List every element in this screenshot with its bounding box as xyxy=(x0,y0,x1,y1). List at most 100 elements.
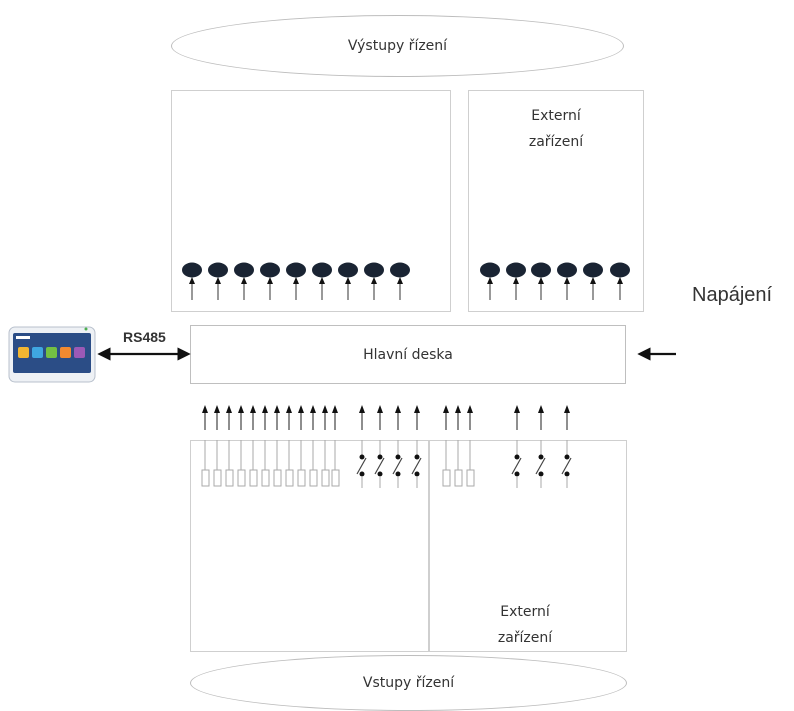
output-nodes-left xyxy=(182,262,410,300)
switch-blade xyxy=(511,457,522,475)
output-node-icon xyxy=(610,262,630,278)
node-arrow xyxy=(293,277,299,284)
node-arrow xyxy=(267,277,273,284)
switch-contact-icon xyxy=(514,471,520,477)
node-arrow xyxy=(590,277,596,284)
input-arrow xyxy=(467,405,473,413)
node-arrow xyxy=(345,277,351,284)
switch-contact-icon xyxy=(359,471,365,477)
sensor-input-icon xyxy=(442,469,451,487)
power-label: Napájení xyxy=(692,284,773,306)
rs485-label: RS485 xyxy=(123,329,166,345)
switch-blade xyxy=(356,457,367,475)
input-arrow xyxy=(238,405,244,413)
output-node-icon xyxy=(390,262,410,278)
switch-contact-icon xyxy=(395,471,401,477)
sensor-input-icon xyxy=(249,469,258,487)
switch-blade xyxy=(561,457,572,475)
sensor-input-icon xyxy=(273,469,282,487)
external-devices-top-box xyxy=(468,90,644,312)
sensor-input-icon xyxy=(201,469,210,487)
switch-contacts xyxy=(356,405,572,488)
switch-contact-icon xyxy=(538,454,544,460)
input-arrow xyxy=(443,405,449,413)
switch-contact-icon xyxy=(414,454,420,460)
output-node-icon xyxy=(583,262,603,278)
control-outputs-label: Výstupy řízení xyxy=(347,38,448,54)
switch-arrow xyxy=(564,405,570,413)
switch-contact-icon xyxy=(538,471,544,477)
switch-contact-icon xyxy=(359,454,365,460)
control-inputs-label: Vstupy řízení xyxy=(362,675,455,691)
output-node-icon xyxy=(260,262,280,278)
node-arrow xyxy=(487,277,493,284)
input-arrow xyxy=(226,405,232,413)
node-arrow xyxy=(215,277,221,284)
switch-blade xyxy=(374,457,385,475)
input-arrow xyxy=(455,405,461,413)
sensor-input-icon xyxy=(321,469,330,487)
switch-contact-icon xyxy=(564,454,570,460)
sensor-input-icon xyxy=(309,469,318,487)
switch-contact-icon xyxy=(377,454,383,460)
switch-contact-icon xyxy=(414,471,420,477)
input-sensors xyxy=(201,405,475,487)
input-arrow xyxy=(274,405,280,413)
sensor-input-icon xyxy=(466,469,475,487)
sensor-input-icon xyxy=(285,469,294,487)
sensor-input-icon xyxy=(237,469,246,487)
sensor-input-icon xyxy=(297,469,306,487)
input-arrow xyxy=(310,405,316,413)
input-arrow xyxy=(332,405,338,413)
sensor-input-icon xyxy=(225,469,234,487)
input-arrow xyxy=(250,405,256,413)
switch-arrow xyxy=(538,405,544,413)
input-arrow xyxy=(202,405,208,413)
node-arrow xyxy=(397,277,403,284)
output-node-icon xyxy=(234,262,254,278)
output-node-icon xyxy=(557,262,577,278)
output-node-icon xyxy=(208,262,228,278)
output-node-icon xyxy=(364,262,384,278)
switch-arrow xyxy=(414,405,420,413)
input-arrow xyxy=(214,405,220,413)
switch-contact-icon xyxy=(514,454,520,460)
output-node-icon xyxy=(286,262,306,278)
switch-arrow xyxy=(359,405,365,413)
switch-contact-icon xyxy=(395,454,401,460)
output-node-icon xyxy=(182,262,202,278)
input-arrow xyxy=(322,405,328,413)
external-devices-bottom-label: Externí zařízení xyxy=(497,604,553,646)
external-devices-bottom-box xyxy=(429,440,627,652)
sensor-input-icon xyxy=(261,469,270,487)
input-arrow xyxy=(286,405,292,413)
switch-arrow xyxy=(377,405,383,413)
output-devices-box xyxy=(171,90,451,312)
node-arrow xyxy=(319,277,325,284)
switch-arrow xyxy=(514,405,520,413)
switch-blade xyxy=(392,457,403,475)
node-arrow xyxy=(189,277,195,284)
node-arrow xyxy=(241,277,247,284)
input-arrow xyxy=(262,405,268,413)
external-devices-top-label: Externí zařízení xyxy=(528,108,584,150)
output-node-icon xyxy=(531,262,551,278)
output-node-icon xyxy=(312,262,332,278)
output-node-icon xyxy=(506,262,526,278)
sensor-input-icon xyxy=(213,469,222,487)
input-devices-box xyxy=(190,440,429,652)
switch-blade xyxy=(411,457,422,475)
node-arrow xyxy=(617,277,623,284)
output-node-icon xyxy=(480,262,500,278)
sensor-input-icon xyxy=(454,469,463,487)
switch-contact-icon xyxy=(564,471,570,477)
control-outputs-ellipse: Výstupy řízení xyxy=(171,15,624,77)
node-arrow xyxy=(371,277,377,284)
sensor-input-icon xyxy=(331,469,340,487)
output-nodes-right xyxy=(480,262,630,300)
touch-panel-icon xyxy=(8,326,96,383)
main-board-label: Hlavní deska xyxy=(363,346,453,363)
switch-contact-icon xyxy=(377,471,383,477)
switch-arrow xyxy=(395,405,401,413)
